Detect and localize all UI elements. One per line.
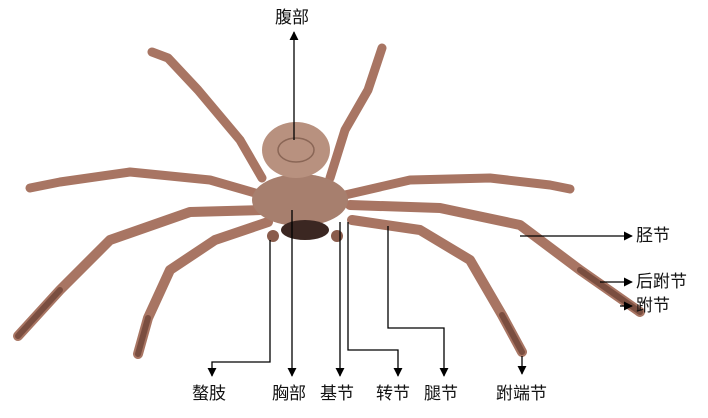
label-tarsus: 跗节	[636, 296, 670, 316]
label-coxa: 基节	[320, 384, 354, 404]
callout-femur	[388, 226, 444, 376]
label-pedipalp: 螯肢	[192, 384, 226, 404]
label-femur: 腿节	[424, 384, 458, 404]
callout-pedipalp	[212, 240, 270, 376]
label-tibia: 胫节	[636, 226, 670, 246]
label-metatarsus: 后跗节	[636, 272, 687, 292]
label-trochanter: 转节	[376, 384, 410, 404]
label-pretarsus: 跗端节	[496, 384, 547, 404]
label-abdomen: 腹部	[275, 8, 309, 28]
callout-trochanter	[348, 222, 398, 376]
label-thorax: 胸部	[272, 384, 306, 404]
